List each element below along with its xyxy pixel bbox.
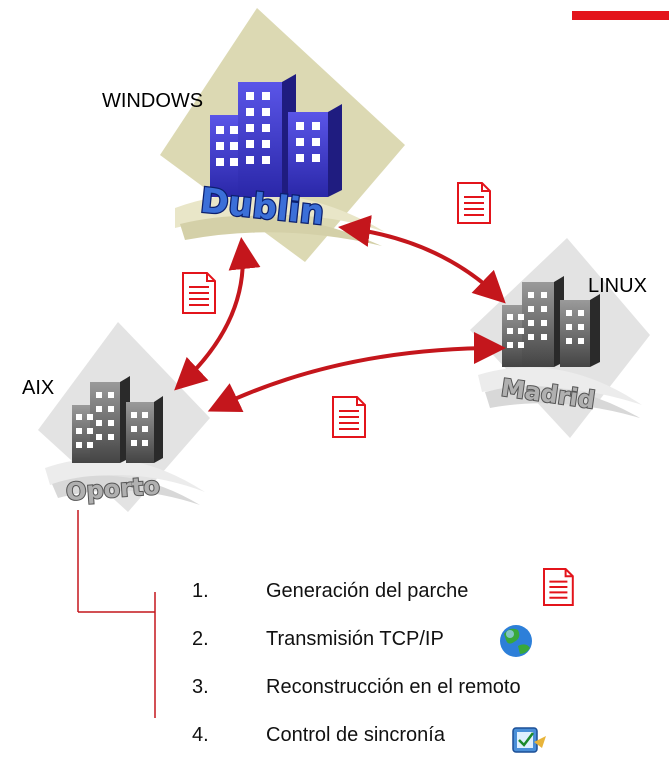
globe-icon bbox=[500, 625, 532, 657]
step1-document-icon bbox=[543, 568, 574, 606]
dublin-buildings-icon bbox=[210, 74, 342, 197]
oporto-buildings-icon bbox=[72, 376, 163, 463]
arrow-dublin-madrid bbox=[338, 215, 506, 304]
dublin-node: Dublin bbox=[160, 8, 405, 262]
document-icon bbox=[332, 396, 366, 438]
os-label-linux: LINUX bbox=[588, 275, 647, 297]
document-icon bbox=[182, 272, 216, 314]
madrid-buildings-icon bbox=[502, 276, 600, 367]
madrid-node: Madrid bbox=[470, 238, 650, 438]
oporto-node: Oporto bbox=[38, 322, 210, 512]
arrow-dublin-oporto bbox=[174, 237, 261, 391]
arrow-madrid-oporto bbox=[207, 332, 506, 413]
oporto-city-label: Oporto bbox=[65, 472, 161, 506]
accent-bar bbox=[572, 11, 669, 20]
document-icon bbox=[457, 182, 491, 224]
checklist-icon bbox=[512, 727, 546, 753]
steps-bracket bbox=[77, 510, 156, 718]
os-label-aix: AIX bbox=[22, 377, 55, 399]
os-label-windows: WINDOWS bbox=[102, 90, 204, 112]
